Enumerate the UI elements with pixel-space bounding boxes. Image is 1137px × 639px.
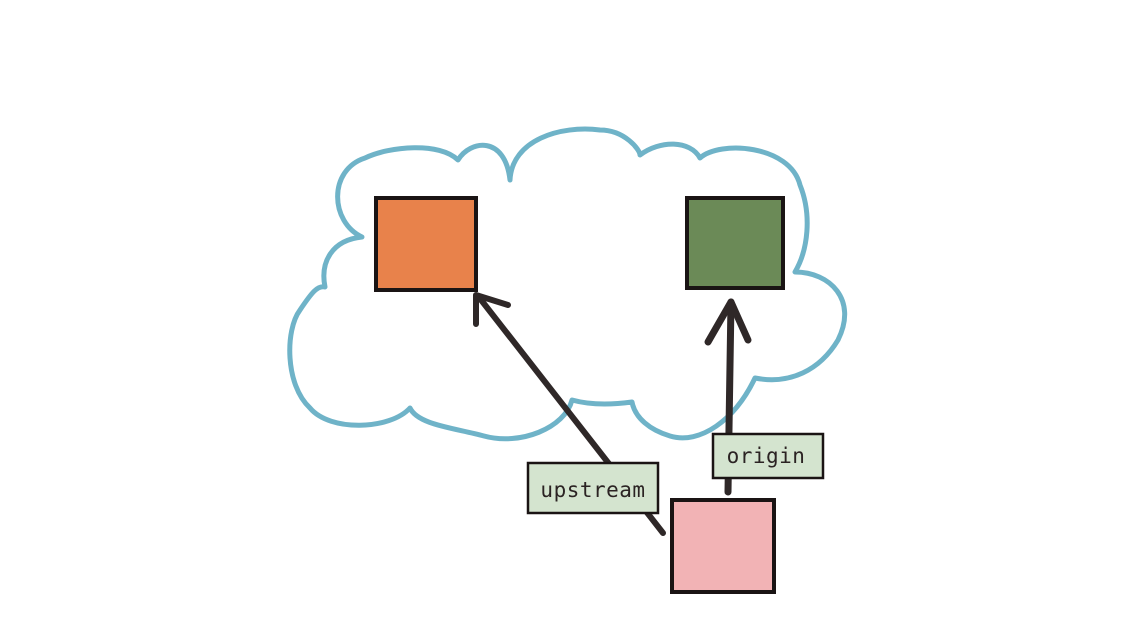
- upstream-label-text: upstream: [540, 478, 645, 502]
- upstream-label: upstream: [526, 461, 660, 515]
- origin-repo-box[interactable]: [685, 196, 785, 290]
- origin-arrow-head: [704, 298, 752, 346]
- upstream-repo-box[interactable]: [374, 196, 478, 292]
- upstream-arrow-head: [473, 292, 511, 327]
- origin-label: origin: [711, 432, 825, 480]
- origin-label-text: origin: [727, 444, 806, 468]
- origin-label-box: [711, 432, 825, 480]
- upstream-label-box: [526, 461, 660, 515]
- local-repo-box[interactable]: [670, 498, 776, 594]
